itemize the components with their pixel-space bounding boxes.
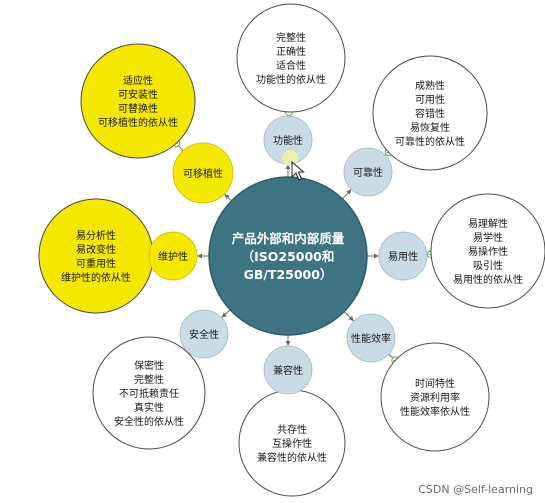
sub-characteristic-label: 可用性 — [415, 93, 445, 106]
sub-characteristic-label: 易分析性 — [76, 229, 116, 242]
sub-characteristic-label: 可移植性的依从性 — [98, 116, 178, 129]
characteristic-circle — [172, 142, 234, 204]
mouse-cursor-icon — [291, 160, 305, 181]
sub-characteristic-layer: 完整性正确性适合性功能性的依从性成熟性可用性容错性易恢复性可靠性的依从性易理解性… — [38, 3, 545, 497]
sub-characteristic-circle — [80, 43, 196, 159]
hover-highlight — [282, 150, 298, 166]
sub-characteristic-label: 可替换性 — [118, 102, 158, 115]
sub-characteristic-circle — [236, 3, 346, 113]
characteristic-circle — [179, 309, 229, 359]
characteristic-label: 易用性 — [388, 250, 418, 263]
sub-characteristic-label: 时间特性 — [415, 377, 455, 390]
characteristic-node[interactable]: 性能效率 — [346, 313, 396, 363]
watermark: CSDN @Self-learning — [418, 483, 533, 496]
sub-characteristic-label: 兼容性的依从性 — [257, 451, 327, 464]
sub-characteristic-label: 成熟性 — [415, 79, 445, 92]
connector-arrowhead — [285, 341, 291, 346]
connector-arrowhead — [346, 189, 352, 195]
sub-characteristic-label: 可靠性的依从性 — [395, 135, 465, 148]
characteristic-node[interactable]: 兼容性 — [263, 345, 313, 395]
connector-arrowhead — [374, 253, 379, 259]
sub-characteristic-circle — [430, 193, 545, 309]
characteristic-label: 可靠性 — [353, 166, 383, 179]
characteristic-label: 功能性 — [273, 134, 303, 147]
connector-arrowhead — [197, 253, 202, 259]
characteristic-node[interactable]: 可靠性 — [343, 147, 393, 197]
sub-characteristic-label: 完整性 — [276, 31, 306, 44]
characteristic-circle — [346, 313, 396, 363]
sub-characteristic-label: 适合性 — [276, 59, 306, 72]
sub-characteristic-label: 性能效率依从性 — [400, 405, 470, 418]
characteristic-label: 可移植性 — [183, 167, 223, 180]
characteristic-label: 维护性 — [158, 250, 188, 263]
characteristic-circle — [263, 345, 313, 395]
characteristic-node[interactable]: 易用性 — [378, 231, 428, 281]
sub-characteristic-label: 共存性 — [277, 423, 307, 436]
characteristic-label: 安全性 — [189, 328, 219, 341]
connector-arrowhead — [221, 312, 227, 318]
sub-characteristic-label: 易用性的依从性 — [453, 273, 523, 286]
characteristic-label: 兼容性 — [273, 364, 303, 377]
sub-characteristic-label: 保密性 — [134, 359, 164, 372]
central-topic-line-3: GB/T25000） — [244, 267, 333, 282]
characteristic-circle — [378, 231, 428, 281]
sub-characteristic-label: 不可抵赖责任 — [119, 387, 179, 400]
sub-characteristic-circle — [380, 342, 490, 452]
sub-characteristic-label: 互操作性 — [272, 437, 312, 450]
characteristic-circle — [343, 147, 393, 197]
sub-characteristic-label: 完整性 — [134, 373, 164, 386]
sub-characteristic-label: 功能性的依从性 — [256, 73, 326, 86]
characteristic-node[interactable]: 安全性 — [179, 309, 229, 359]
sub-characteristic-label: 易操作性 — [468, 245, 508, 258]
sub-characteristic-circle — [92, 336, 206, 450]
sub-characteristic-label: 易恢复性 — [410, 121, 450, 134]
central-topic-line-2: （ISO25000和 — [242, 249, 335, 264]
connector-arrowhead — [348, 315, 354, 322]
sub-characteristic-label: 易理解性 — [468, 217, 508, 230]
central-topic-line-1: 产品外部和内部质量 — [232, 231, 345, 246]
sub-characteristic-circle — [38, 198, 154, 314]
sub-characteristic-label: 维护性的依从性 — [61, 271, 131, 284]
characteristic-node[interactable]: 维护性 — [148, 231, 198, 281]
central-topic: 产品外部和内部质量 （ISO25000和 GB/T25000） — [208, 176, 368, 336]
connector-arrowhead — [285, 164, 291, 169]
sub-characteristic-label: 资源利用率 — [410, 391, 460, 404]
sub-characteristic-label: 吸引性 — [473, 259, 503, 272]
characteristic-label: 性能效率 — [351, 332, 391, 345]
sub-characteristic-circle — [372, 55, 488, 171]
sub-characteristic-label: 可安装性 — [118, 88, 158, 101]
sub-characteristic-label: 安全性的依从性 — [114, 415, 184, 428]
characteristic-node[interactable]: 可移植性 — [172, 142, 234, 204]
sub-characteristic-label: 适应性 — [123, 74, 153, 87]
sub-characteristic-label: 易改变性 — [76, 243, 116, 256]
central-topic-circle — [208, 176, 368, 336]
connector-arrowhead — [224, 193, 230, 200]
sub-characteristic-label: 可重用性 — [76, 257, 116, 270]
characteristic-circle — [148, 231, 198, 281]
sub-characteristic-label: 正确性 — [276, 45, 306, 58]
sub-characteristic-label: 易学性 — [473, 231, 503, 244]
sub-characteristic-label: 真实性 — [134, 401, 164, 414]
sub-characteristic-label: 容错性 — [415, 107, 445, 120]
